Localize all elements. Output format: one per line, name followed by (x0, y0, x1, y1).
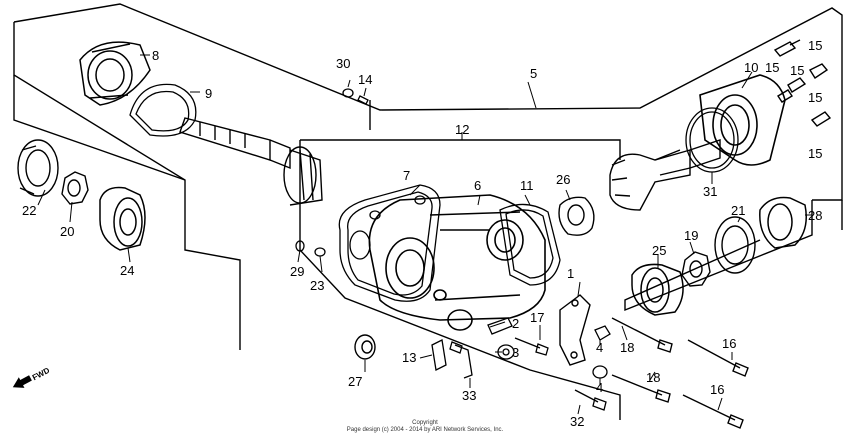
label-29: 29 (290, 264, 304, 279)
part-13-sensor (431, 339, 447, 371)
label-28: 28 (808, 208, 822, 223)
part-27-plug (354, 334, 376, 360)
fwd-arrow-icon (12, 375, 32, 388)
label-9: 9 (205, 86, 212, 101)
label-30: 30 (336, 56, 350, 71)
part-14-pin (357, 95, 369, 105)
outline-right-lower (624, 200, 813, 312)
label-18b: 18 (646, 370, 660, 385)
label-18a: 18 (620, 340, 634, 355)
label-16b: 16 (710, 382, 724, 397)
label-16a: 16 (722, 336, 736, 351)
part-32-bolt (574, 389, 607, 411)
part-11-gasket (499, 203, 561, 286)
outline-center (300, 139, 621, 160)
copyright-line-1: Copyright (412, 420, 438, 426)
part-10-housing (699, 74, 786, 166)
label-15e: 15 (790, 63, 804, 78)
part-25-bearing (631, 263, 684, 316)
label-32: 32 (570, 414, 584, 429)
outline-left-lower (13, 22, 241, 350)
part-26-bearing (558, 196, 595, 236)
part-15-bolts (773, 39, 832, 127)
part-23-pin (314, 247, 326, 257)
label-7: 7 (403, 168, 410, 183)
label-17: 17 (530, 310, 544, 325)
copyright-line-2: Page design (c) 2004 - 2014 by ARI Netwo… (346, 427, 504, 433)
part-22-bearing (17, 139, 59, 197)
label-11: 11 (520, 178, 534, 193)
part-2-clip (487, 317, 513, 335)
label-6: 6 (474, 178, 481, 193)
label-21: 21 (731, 203, 745, 218)
fwd-label: FWD (31, 366, 52, 383)
part-21-ring (714, 216, 756, 274)
part-24-bearing (99, 186, 146, 251)
label-1: 1 (567, 266, 574, 281)
fwd-direction-indicator: FWD (12, 366, 52, 388)
group-outlines (13, 3, 843, 420)
part-16-18-bolts (611, 317, 749, 429)
part-1-bracket (559, 294, 591, 366)
label-22: 22 (22, 203, 36, 218)
outline-left-bracket (13, 75, 186, 181)
part-8-housing (79, 41, 151, 106)
label-19: 19 (684, 228, 698, 243)
label-13: 13 (402, 350, 416, 365)
outline-left-upper (13, 3, 843, 201)
part-28-bearing (759, 196, 807, 249)
label-15a: 15 (808, 38, 822, 53)
label-4b: 4 (596, 380, 603, 395)
label-15d: 15 (808, 146, 822, 161)
label-25: 25 (652, 243, 666, 258)
part-17-bolt (514, 337, 549, 356)
label-31: 31 (703, 184, 717, 199)
label-12: 12 (455, 122, 469, 137)
label-27: 27 (348, 374, 362, 389)
label-5: 5 (530, 66, 537, 81)
label-24: 24 (120, 263, 134, 278)
label-15b: 15 (765, 60, 779, 75)
part-20-nut (61, 171, 89, 205)
part-9-gasket (129, 83, 197, 137)
label-15c: 15 (808, 90, 822, 105)
label-3: 3 (512, 345, 519, 360)
part-12-ring-gear (609, 139, 721, 211)
part-6-case (368, 194, 546, 331)
label-14: 14 (358, 72, 372, 87)
label-20: 20 (60, 224, 74, 239)
label-4a: 4 (596, 340, 603, 355)
part-19-nut (681, 251, 711, 287)
part-12-pinion-shaft (179, 117, 323, 206)
label-10: 10 (744, 60, 758, 75)
label-8: 8 (152, 48, 159, 63)
outline-center-left (299, 140, 621, 420)
part-33-bolt (449, 341, 473, 379)
label-2: 2 (512, 316, 519, 331)
part-30-washer (342, 88, 354, 98)
label-23: 23 (310, 278, 324, 293)
part-number-labels: 1 2 3 4 4 5 6 7 8 9 10 11 12 13 14 15 15… (22, 38, 822, 429)
leader-lines (37, 54, 812, 415)
label-26: 26 (556, 172, 570, 187)
label-33: 33 (462, 388, 476, 403)
part-31-gasket (685, 107, 739, 173)
